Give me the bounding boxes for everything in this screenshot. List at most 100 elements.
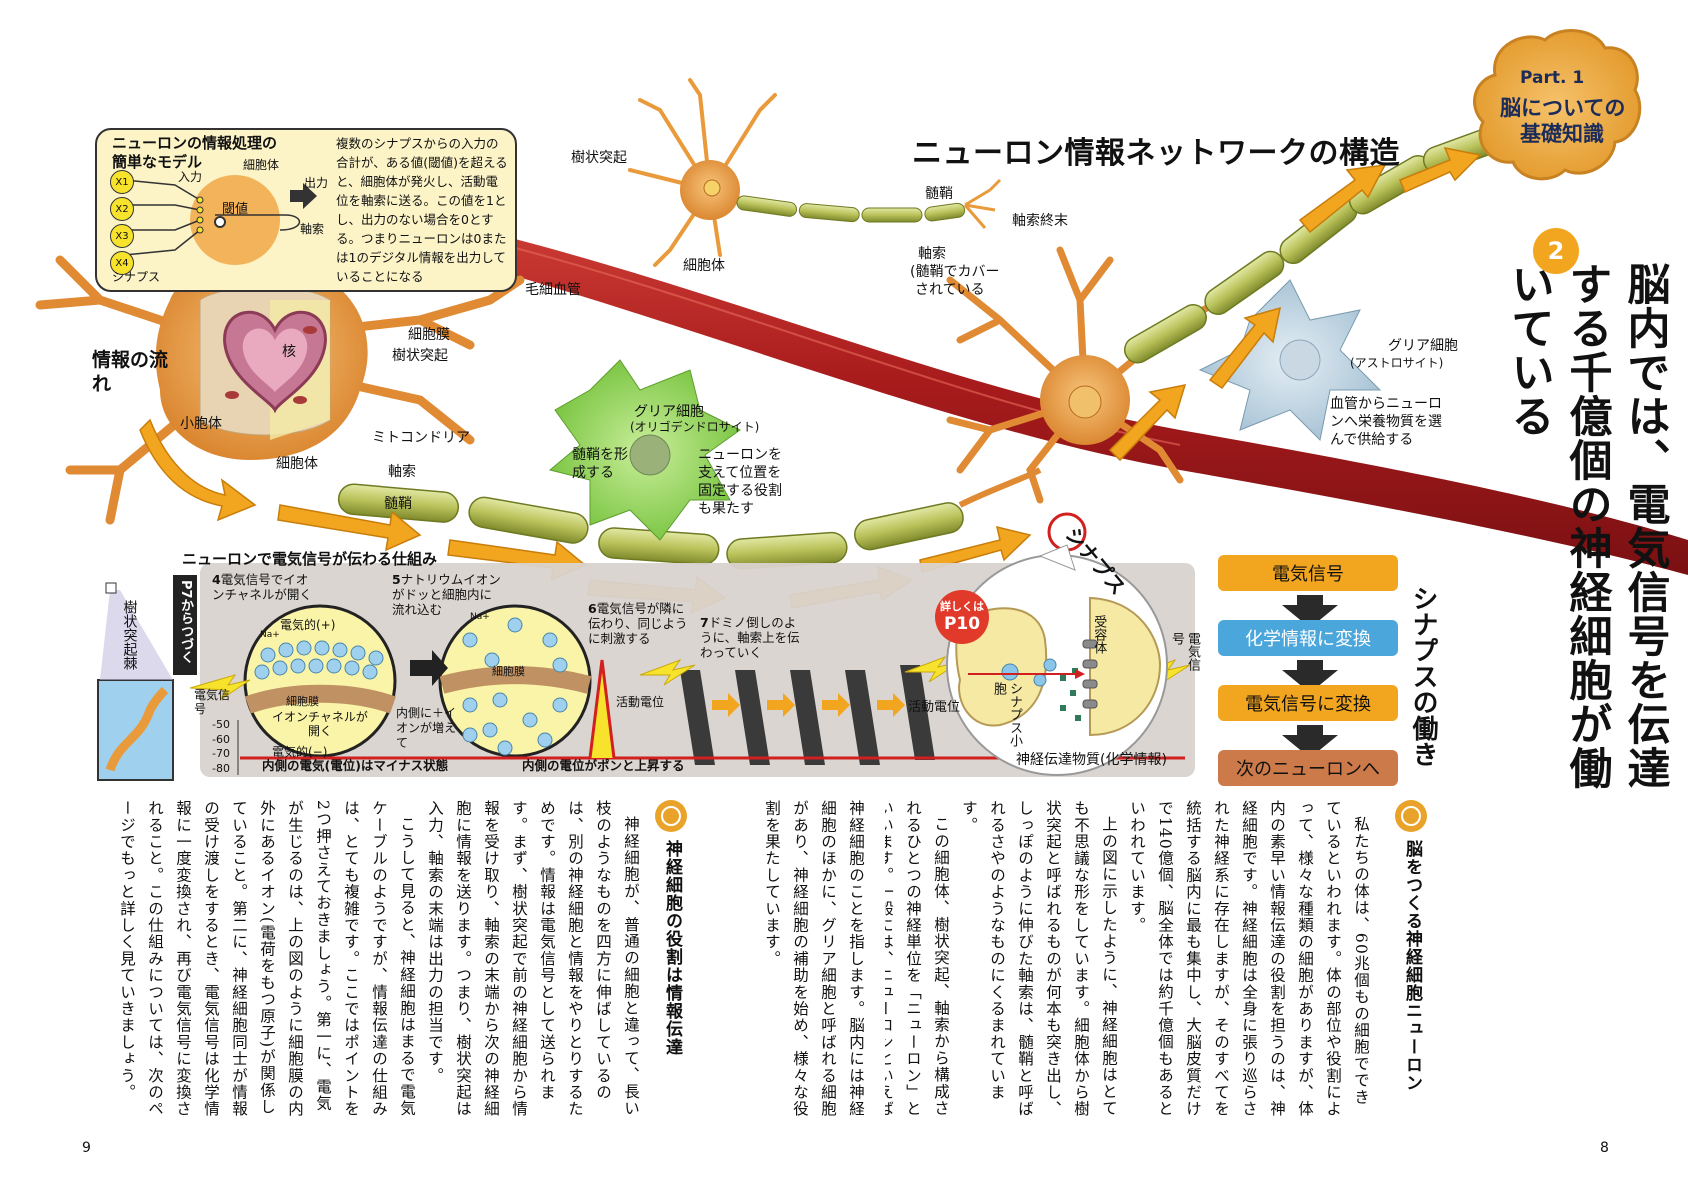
capillary-vessel (270, 190, 1688, 575)
syn-electric-signal: 電気信号 (1169, 632, 1200, 671)
mech-electric-signal: 電気信号 (194, 688, 231, 716)
step4-text: 電気信号でイオンチャネルが開く (212, 572, 312, 602)
detail-line1: 詳しくは (940, 600, 984, 613)
bottom-right-note: 内側の電位がポンと上昇する (522, 758, 685, 773)
step5: 5ナトリウムイオンがドッと細胞内に流れ込む (392, 572, 502, 617)
label-nucleus: 核 (282, 344, 296, 360)
section1-body: 私たちの体は、60兆個もの細胞でできているといわれます。体の部位や役割によって、… (885, 800, 1375, 1120)
label-glia-astro-2: (アストロサイト) (1350, 356, 1444, 370)
section2-brain-icon (655, 800, 687, 832)
syn-neurotransmitter: 神経伝達物質(化学情報) (1016, 752, 1167, 768)
oligodendrocyte-shape (548, 359, 741, 541)
label-axon-top-2: (髄鞘でカバー (910, 264, 1000, 280)
label-cell-membrane: 細胞膜 (408, 327, 450, 343)
model-output-label: 出力 (304, 176, 329, 190)
label-glia-oligo-2: (オリゴデンドロサイト) (630, 420, 760, 434)
label-spine: 樹状突起棘 (121, 600, 138, 670)
bottom-left-note: 内側の電気(電位)はマイナス状態 (262, 758, 449, 773)
mech-ion-channel: イオンチャネルが開く (272, 710, 368, 738)
model-axon-label: 軸索 (300, 222, 325, 236)
brain-badge-icon (1473, 29, 1642, 181)
part-label: Part. 1 (1520, 68, 1585, 88)
model-inputs: X1 X2 X3 X4 (110, 170, 134, 275)
label-myelin: 髄鞘 (384, 496, 412, 512)
section2-pre: 神経細胞のことを指します。脳内には神経細胞のほかに、グリア細胞と呼ばれる細胞があ… (700, 800, 870, 1120)
synapse-function-title: シナプスの働き (1408, 585, 1438, 767)
section2-body: 神経細胞が、普通の細胞と違って、長い枝のようなものを四方に伸ばしているのは、別の… (70, 800, 645, 1120)
main-title: 脳内では、電気信号を伝達する千億個の神経細胞が働いている (1504, 262, 1670, 790)
y-tick-3: -80 (212, 761, 230, 775)
label-capillary: 毛細血管 (525, 282, 581, 298)
step6: 6電気信号が隣に伝わり、同じように刺激する (588, 601, 688, 646)
step6-num: 6 (588, 601, 597, 616)
section2-para-1: 神経細胞が、普通の細胞と違って、長い枝のようなものを四方に伸ばしているのは、別の… (426, 800, 640, 1118)
label-mitochondria: ミトコンドリア (372, 430, 470, 446)
input-x2: X2 (110, 197, 134, 221)
syn-vesicle: シナプス小胞 (991, 682, 1022, 747)
label-glia-oligo-role2: ニューロンを支えて位置を固定する役割も果たす (698, 447, 782, 517)
label-axon-top-3: されている (915, 282, 985, 298)
section1-brain-icon (1395, 800, 1427, 832)
label-glia-astro-1: グリア細胞 (1388, 338, 1458, 354)
part-title-line2: 基礎知識 (1520, 122, 1604, 146)
mech-ion-sample: Na+ (260, 630, 280, 640)
model-diagram (124, 175, 317, 265)
section2-heading: 神経細胞の役割は情報伝達 (662, 840, 682, 1056)
step4: 4電気信号でイオンチャネルが開く (212, 572, 312, 602)
y-tick-1: -60 (212, 732, 230, 746)
step7-num: 7 (700, 615, 709, 630)
mech-ion-sample-2: Na+ (470, 612, 490, 622)
label-dendrite: 樹状突起 (392, 348, 448, 364)
syn-action-potential: 活動電位 (908, 700, 961, 715)
model-box (95, 128, 517, 292)
network-title: ニューロン情報ネットワークの構造 (912, 136, 1400, 171)
label-glia-astro-role: 血管からニューロンへ栄養物質を選んで供給する (1330, 396, 1442, 448)
input-x1: X1 (110, 170, 134, 194)
mechanism-title: ニューロンで電気信号が伝わる仕組み (182, 550, 438, 568)
label-small-body: 小胞体 (180, 416, 222, 432)
model-input-label: 入力 (178, 170, 203, 184)
detail-badge: 詳しくは P10 (935, 590, 989, 644)
y-tick-0: -50 (212, 718, 230, 731)
flow-step-3: 電気信号に変換 (1218, 685, 1398, 721)
model-title-line2: 簡単なモデル (112, 153, 203, 171)
step4-num: 4 (212, 572, 221, 587)
label-axon-terminal: 軸索終末 (1012, 213, 1068, 229)
mech-action-potential: 活動電位 (616, 695, 665, 709)
label-soma-top: 細胞体 (683, 258, 725, 274)
input-x3: X3 (110, 224, 134, 248)
label-info-flow: 情報の流れ (92, 349, 169, 395)
step5-num: 5 (392, 572, 401, 587)
label-axon-top-1: 軸索 (918, 246, 946, 262)
section-number: 2 (1547, 237, 1565, 265)
section1-para-1: 私たちの体は、60兆個もの細胞でできているといわれます。体の部位や役割によって、… (1128, 800, 1370, 1118)
label-soma: 細胞体 (276, 456, 318, 472)
section-number-badge: 2 (1533, 228, 1579, 274)
input-x4: X4 (110, 251, 134, 275)
label-myelin-top: 髄鞘 (925, 186, 953, 202)
astrocyte-shape (1198, 279, 1382, 442)
mech-membrane: 細胞膜 (286, 695, 319, 708)
section1-para-3: この細胞体、樹状突起、軸索から構成されるひとつの神経単位を「ニューロン」といいま… (885, 800, 950, 1118)
step7: 7ドミノ倒しのように、軸索上を伝わっていく (700, 615, 800, 660)
section1-heading: 脳をつくる神経細胞ニューロン (1402, 840, 1422, 1092)
mech-electric-minus: 電気的(−) (272, 745, 328, 759)
model-description: 複数のシナプスからの入力の合計が、ある値(閾値)を超えると、細胞体が発火し、活動… (336, 136, 508, 284)
section2-para-2: こうして見ると、神経細胞はまるで電気ケーブルのようですが、情報伝達の仕組みは、と… (118, 800, 416, 1118)
model-soma-label: 細胞体 (243, 158, 280, 172)
part-title-line1: 脳についての (1500, 96, 1626, 120)
step7-text: ドミノ倒しのように、軸索上を伝わっていく (700, 615, 800, 660)
model-threshold-label: 閾値 (222, 202, 249, 217)
section2-pre-text: 神経細胞のことを指します。脳内には神経細胞のほかに、グリア細胞と呼ばれる細胞があ… (763, 800, 865, 1118)
flow-step-2: 化学情報に変換 (1218, 620, 1398, 656)
neuron-network-diagram (35, 78, 1688, 781)
model-title-line1: ニューロンの情報処理の (112, 134, 278, 152)
flow-step-4: 次のニューロンへ (1218, 750, 1398, 786)
mech-electric-plus: 電気的(+) (280, 618, 336, 632)
mech-membrane-2: 細胞膜 (492, 665, 525, 678)
detail-line2: P10 (943, 614, 981, 634)
mech-inside-plus: 内側に＋イオンが増えて (396, 706, 457, 750)
step5-text: ナトリウムイオンがドッと細胞内に流れ込む (392, 572, 501, 617)
label-axon: 軸索 (388, 464, 416, 480)
label-glia-oligo-role1: 髄鞘を形成する (572, 447, 628, 481)
